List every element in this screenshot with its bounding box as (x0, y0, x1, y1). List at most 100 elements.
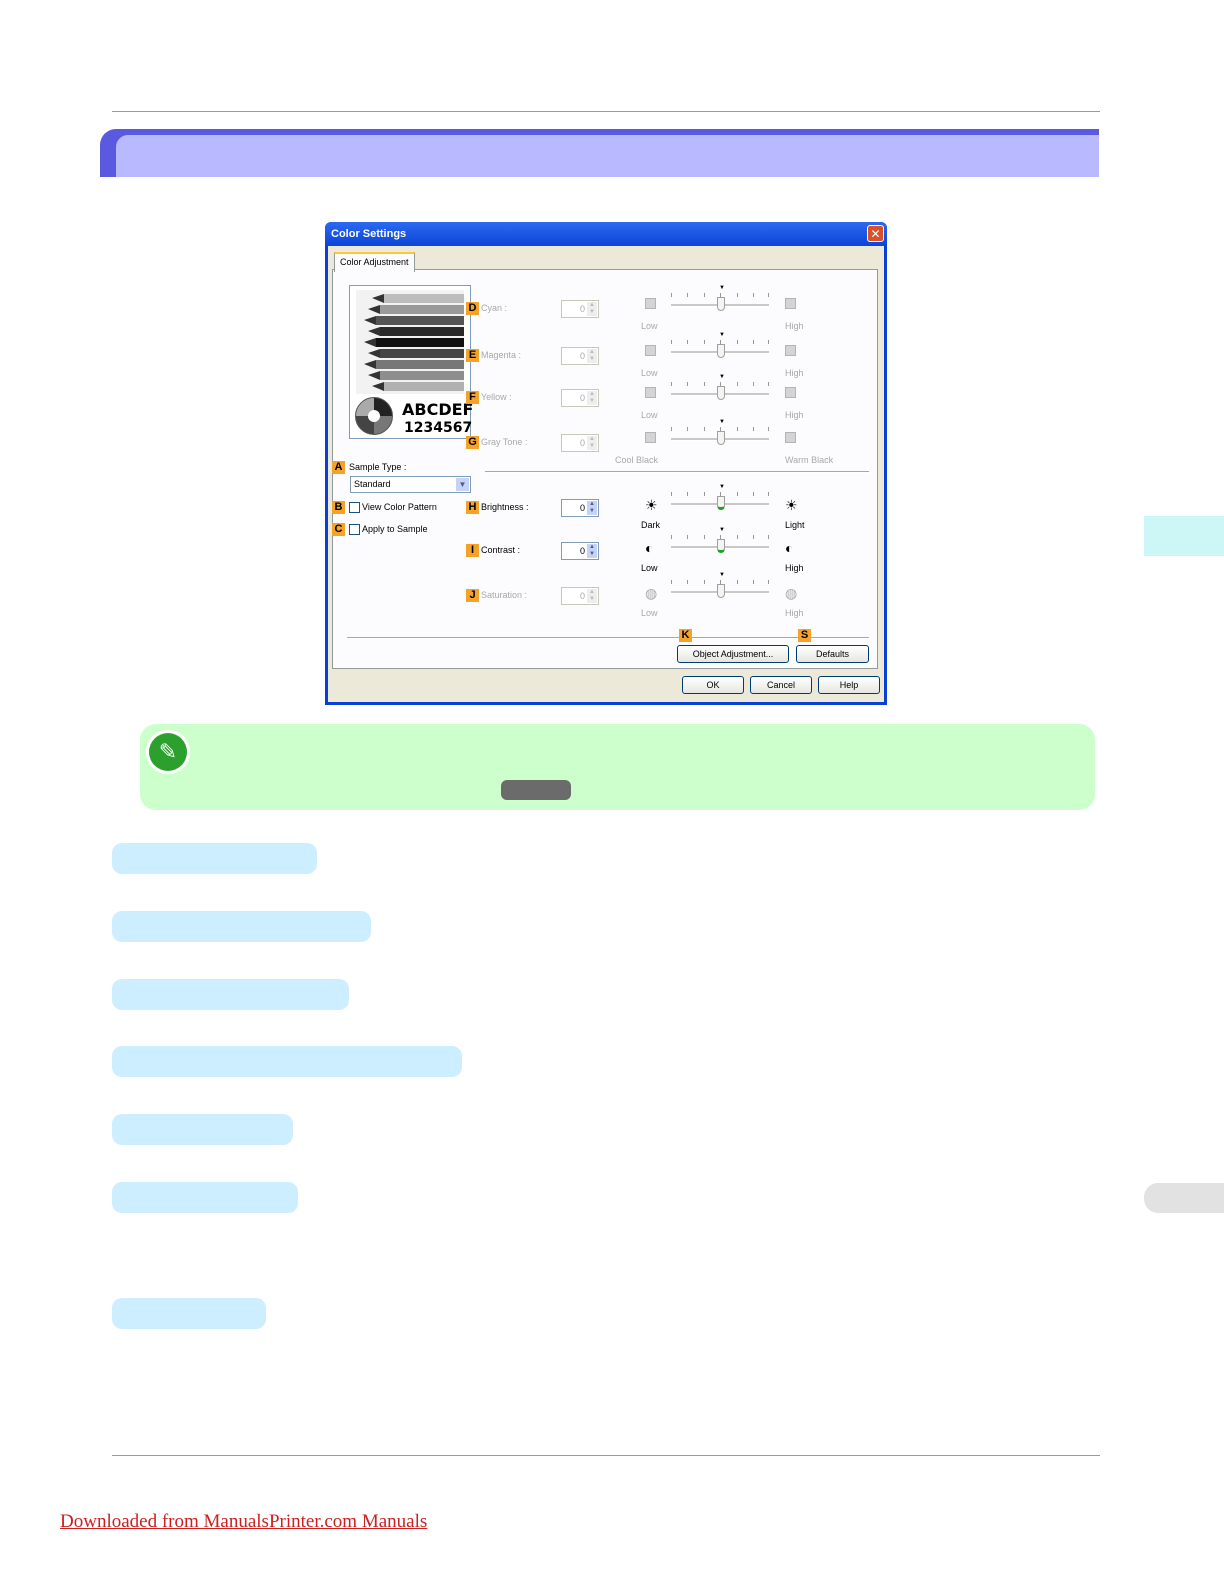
slider-label: Contrast : (481, 545, 521, 555)
low-label: Low (641, 563, 658, 573)
value-spinner[interactable]: 0▲▼ (561, 389, 599, 407)
value-spinner[interactable]: 0▲▼ (561, 542, 599, 560)
caret-icon: ▼ (719, 527, 725, 533)
caret-icon: ▼ (719, 332, 725, 338)
slider-thumb[interactable] (717, 496, 725, 510)
marker-s: S (798, 629, 811, 642)
heading-pill-e (112, 1114, 293, 1145)
dialog-client: Color Adjustment (328, 246, 884, 702)
low-swatch-icon (645, 298, 656, 309)
footer-rule (112, 1455, 1100, 1456)
slider-thumb[interactable] (717, 584, 725, 598)
low-swatch-icon (645, 387, 656, 398)
view-color-pattern-checkbox[interactable] (349, 502, 360, 513)
high-label: Warm Black (785, 455, 834, 465)
spinner-arrows-icon[interactable]: ▲▼ (587, 436, 597, 450)
value-spinner[interactable]: 0▲▼ (561, 434, 599, 452)
marker-e: E (466, 349, 479, 362)
preview-text-letters: ABCDEF (402, 400, 474, 419)
high-label: Light (785, 520, 805, 530)
note-pencil-icon: ✎ (146, 730, 190, 774)
marker-f: F (466, 391, 479, 404)
apply-to-sample-checkbox[interactable] (349, 524, 360, 535)
dialog-title: Color Settings (331, 228, 407, 240)
marker-g: G (466, 436, 479, 449)
help-button[interactable]: Help (818, 676, 880, 694)
caret-icon: ▼ (719, 419, 725, 425)
marker-a: A (332, 461, 345, 474)
high-swatch-icon (785, 345, 796, 356)
low-label: Low (641, 410, 658, 420)
high-icon: ◐ (785, 540, 794, 556)
value-spinner[interactable]: 0▲▼ (561, 300, 599, 318)
heading-pill-d (112, 1046, 462, 1077)
low-swatch-icon (645, 345, 656, 356)
slider-thumb[interactable] (717, 344, 725, 358)
tab-panel: ABCDEF 1234567 A Sample Type : Standard … (332, 269, 878, 669)
ok-button[interactable]: OK (682, 676, 744, 694)
sample-type-select[interactable]: Standard ▼ (350, 476, 471, 493)
sample-type-value: Standard (354, 479, 391, 489)
spinner-value: 0 (579, 438, 585, 448)
spinner-value: 0 (579, 546, 585, 556)
slider-thumb[interactable] (717, 297, 725, 311)
download-link[interactable]: Downloaded from ManualsPrinter.com Manua… (60, 1511, 428, 1532)
tab-color-adjustment[interactable]: Color Adjustment (334, 252, 415, 272)
note-box (140, 724, 1095, 810)
caret-icon: ▼ (719, 572, 725, 578)
slider-thumb[interactable] (717, 386, 725, 400)
slider-label: Brightness : (481, 502, 529, 512)
heading-pill-c (112, 979, 349, 1010)
high-swatch-icon (785, 432, 796, 443)
marker-b: B (332, 501, 345, 514)
slider-thumb[interactable] (717, 431, 725, 445)
spinner-arrows-icon[interactable]: ▲▼ (587, 349, 597, 363)
high-label: High (785, 410, 804, 420)
heading-pill-b (112, 911, 371, 942)
value-spinner[interactable]: 0▲▼ (561, 347, 599, 365)
value-spinner[interactable]: 0▲▼ (561, 587, 599, 605)
high-label: High (785, 321, 804, 331)
slider-thumb[interactable] (717, 539, 725, 553)
marker-i: I (466, 544, 479, 557)
slider-label: Magenta : (481, 350, 522, 360)
slider-label: Saturation : (481, 590, 528, 600)
high-label: High (785, 608, 804, 618)
spinner-value: 0 (579, 393, 585, 403)
slider-ticks (671, 340, 769, 344)
marker-h: H (466, 501, 479, 514)
high-label: High (785, 368, 804, 378)
object-adjustment-button[interactable]: Object Adjustment... (677, 645, 789, 663)
spinner-arrows-icon[interactable]: ▲▼ (587, 302, 597, 316)
spinner-arrows-icon[interactable]: ▲▼ (587, 501, 597, 515)
spinner-value: 0 (579, 304, 585, 314)
spinner-arrows-icon[interactable]: ▲▼ (587, 544, 597, 558)
high-icon: ☀ (785, 497, 798, 513)
spinner-arrows-icon[interactable]: ▲▼ (587, 391, 597, 405)
view-color-pattern-label: View Color Pattern (362, 502, 437, 512)
slider-label: Yellow : (481, 392, 512, 402)
slider-ticks (671, 580, 769, 584)
apply-to-sample-label: Apply to Sample (362, 524, 428, 534)
value-spinner[interactable]: 0▲▼ (561, 499, 599, 517)
marker-d: D (466, 302, 479, 315)
caret-icon: ▼ (719, 374, 725, 380)
close-icon[interactable]: ✕ (867, 225, 884, 242)
defaults-button[interactable]: Defaults (796, 645, 869, 663)
high-swatch-icon (785, 387, 796, 398)
header-rule (112, 111, 1100, 112)
spinner-arrows-icon[interactable]: ▲▼ (587, 589, 597, 603)
slider-label: Cyan : (481, 303, 508, 313)
slider-label: Gray Tone : (481, 437, 528, 447)
caret-icon: ▼ (719, 484, 725, 490)
slider-ticks (671, 427, 769, 431)
low-icon: ◍ (645, 585, 658, 601)
low-label: Cool Black (615, 455, 659, 465)
low-swatch-icon (645, 432, 656, 443)
chevron-down-icon[interactable]: ▼ (456, 478, 469, 491)
dialog-titlebar: Color Settings ✕ (325, 222, 887, 246)
heading-pill-g (112, 1298, 266, 1329)
cancel-button[interactable]: Cancel (750, 676, 812, 694)
low-label: Dark (641, 520, 661, 530)
slider-ticks (671, 492, 769, 496)
